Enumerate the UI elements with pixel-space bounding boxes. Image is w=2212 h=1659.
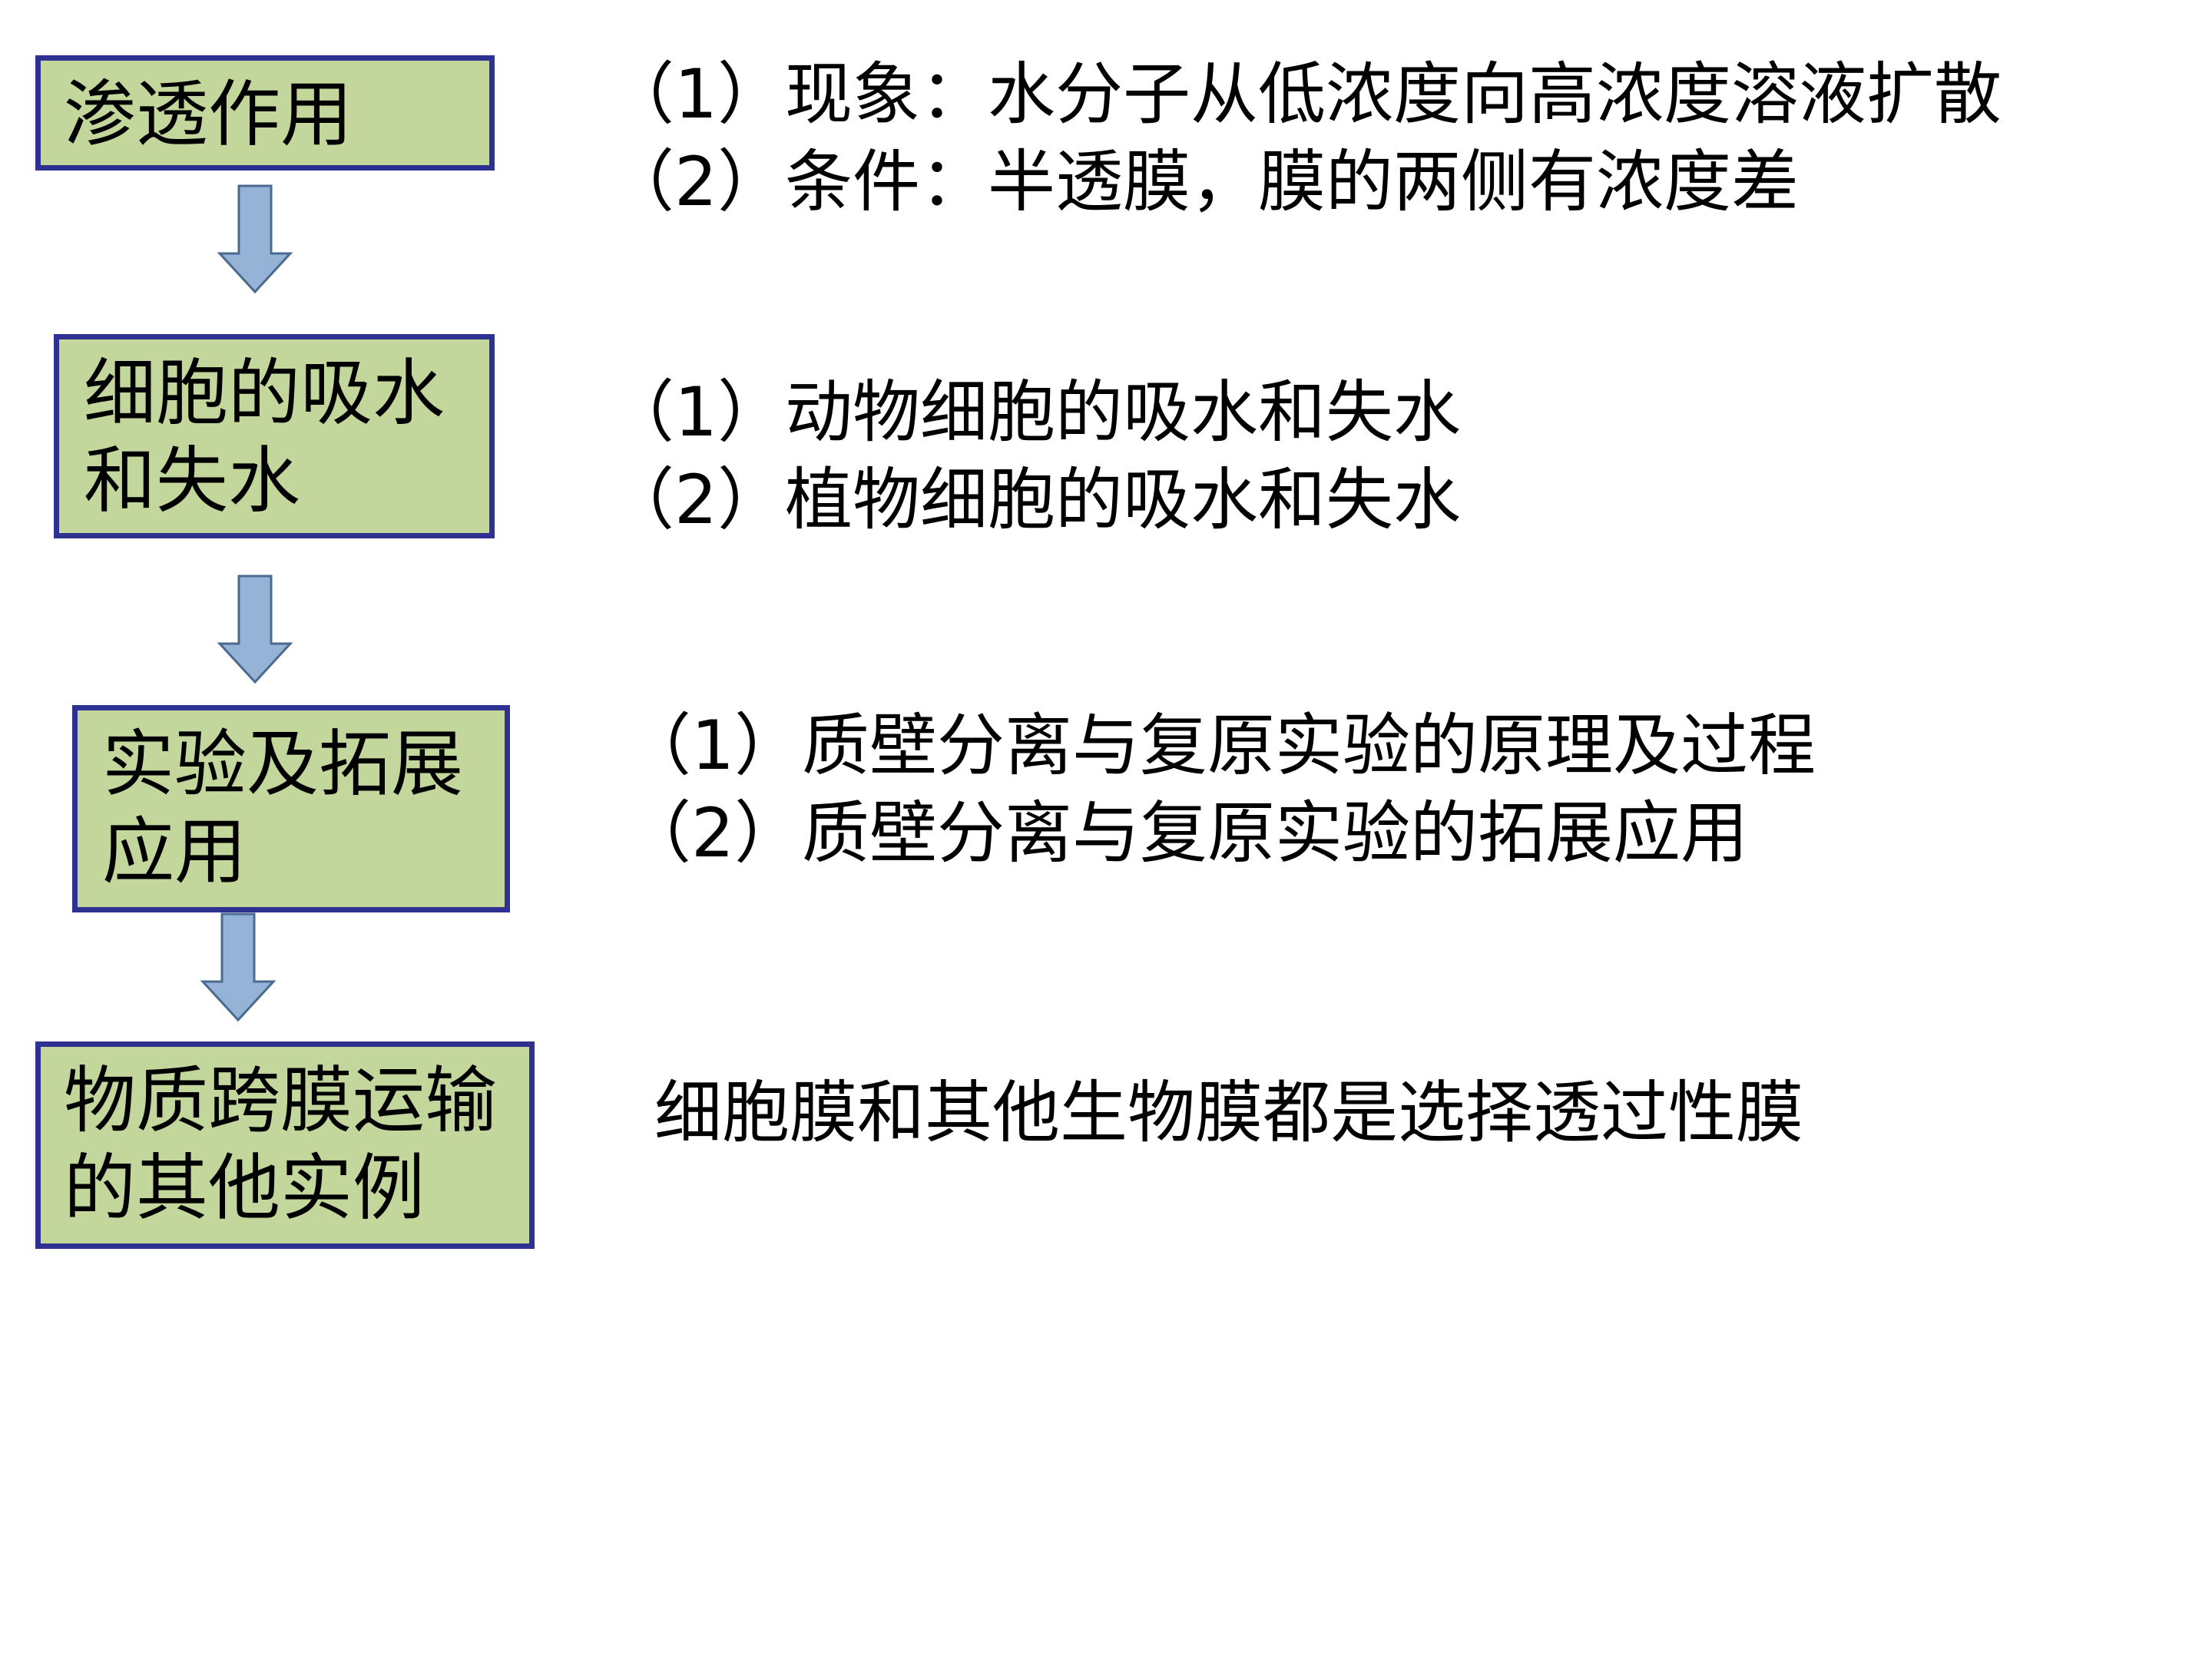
step-detail: 细胞膜和其他生物膜都是选择透过性膜: [654, 1073, 1804, 1152]
step-box-other-transport: 物质跨膜运输 的其他实例: [35, 1041, 535, 1249]
step-box-osmosis: 渗透作用: [35, 55, 495, 171]
step-detail: （2）条件：半透膜，膜的两侧有浓度差: [607, 142, 1799, 221]
step-detail: （1）现象：水分子从低浓度向高浓度溶液扩散: [607, 55, 2002, 134]
down-arrow-icon: [217, 575, 293, 684]
step-detail: （2）质壁分离与复原实验的拓展应用: [624, 793, 1748, 873]
down-arrow-icon: [200, 912, 276, 1022]
step-detail: （1）质壁分离与复原实验的原理及过程: [624, 706, 1816, 785]
step-detail: （1）动物细胞的吸水和失水: [607, 373, 1461, 452]
step-box-experiment: 实验及拓展 应用: [72, 705, 510, 912]
step-box-water-absorption: 细胞的吸水 和失水: [54, 334, 495, 538]
step-detail: （2）植物细胞的吸水和失水: [607, 460, 1461, 539]
down-arrow-icon: [217, 184, 293, 294]
